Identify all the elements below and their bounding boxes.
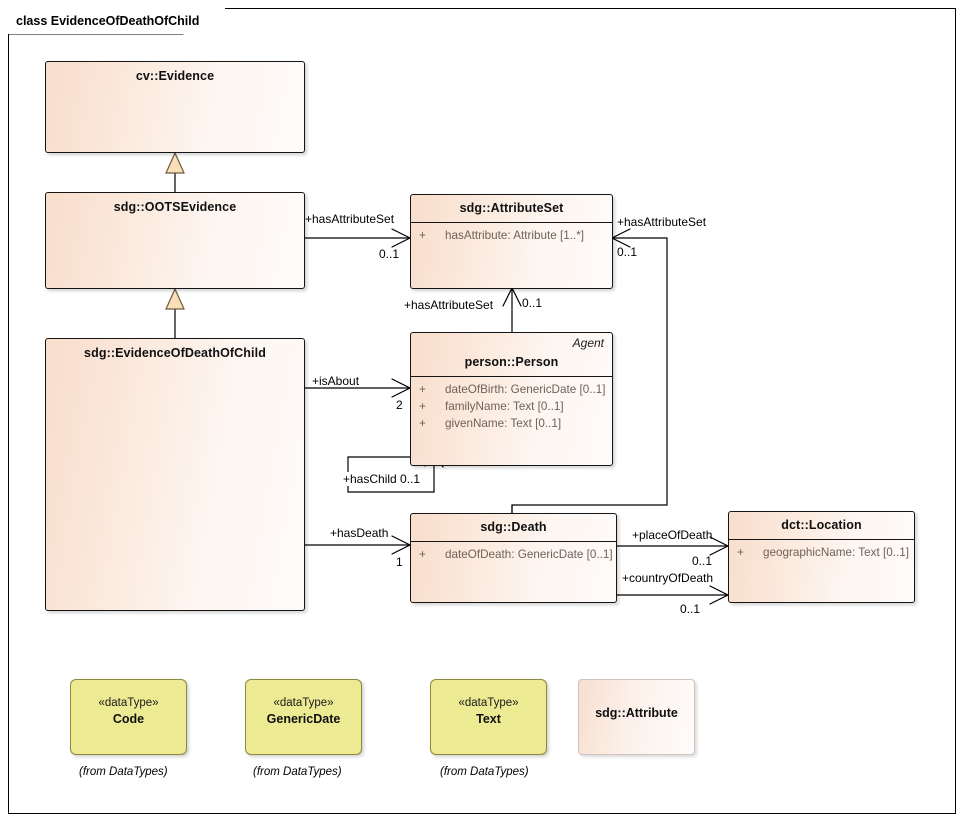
class-stereotype-person: Agent	[572, 336, 604, 350]
attribute-text: geographicName: Text [0..1]	[763, 546, 909, 559]
attribute-visibility: +	[419, 417, 426, 430]
datatype-name: Text	[476, 712, 501, 726]
class-box-cv-evidence[interactable]: cv::Evidence	[45, 61, 305, 153]
datatype-note-code: (from DataTypes)	[79, 766, 168, 778]
attribute-row: + dateOfBirth: GenericDate [0..1]	[411, 381, 612, 398]
attribute-visibility: +	[419, 383, 426, 396]
attribute-text: familyName: Text [0..1]	[445, 400, 564, 413]
datatype-name: GenericDate	[266, 712, 341, 726]
compartment-divider	[411, 222, 612, 223]
edge-mult-hasattributeset-oots: 0..1	[379, 247, 400, 261]
edge-mult-isabout: 2	[396, 398, 403, 412]
class-name-person-person: person::Person	[464, 355, 559, 369]
class-box-sdg-ootsevidence[interactable]: sdg::OOTSEvidence	[45, 192, 305, 289]
datatype-box-code[interactable]: «dataType» Code	[70, 679, 187, 755]
datatype-name: Code	[112, 712, 145, 726]
class-box-dct-location[interactable]: dct::Location + geographicName: Text [0..…	[728, 511, 915, 603]
edge-label-hasdeath: +hasDeath	[330, 526, 389, 540]
datatype-stereotype: «dataType»	[273, 697, 334, 709]
edge-label-isabout: +isAbout	[312, 374, 360, 388]
class-name-sdg-attribute: sdg::Attribute	[595, 706, 678, 720]
edge-mult-hasattributeset-person: 0..1	[522, 296, 543, 310]
attribute-compartment-attributeset: + hasAttribute: Attribute [1..*]	[411, 223, 612, 244]
compartment-divider	[411, 376, 612, 377]
class-name-sdg-ootsevidence: sdg::OOTSEvidence	[113, 200, 237, 214]
attribute-visibility: +	[419, 229, 426, 242]
attribute-row: + hasAttribute: Attribute [1..*]	[411, 227, 612, 244]
class-name-cv-evidence: cv::Evidence	[135, 69, 215, 83]
class-box-person-person[interactable]: Agent person::Person + dateOfBirth: Gener…	[410, 332, 613, 466]
class-box-sdg-evidenceofdeathofchild[interactable]: sdg::EvidenceOfDeathOfChild	[45, 338, 305, 611]
attribute-visibility: +	[419, 400, 426, 413]
edge-label-hasattributeset-oots: +hasAttributeSet	[305, 212, 395, 226]
attribute-row: + geographicName: Text [0..1]	[729, 544, 914, 561]
attribute-text: hasAttribute: Attribute [1..*]	[445, 229, 585, 242]
attribute-text: givenName: Text [0..1]	[445, 417, 562, 430]
class-box-sdg-death[interactable]: sdg::Death + dateOfDeath: GenericDate [0.…	[410, 513, 617, 603]
diagram-frame-label: class EvidenceOfDeathOfChild	[8, 8, 226, 34]
compartment-divider	[729, 539, 914, 540]
datatype-box-text[interactable]: «dataType» Text	[430, 679, 547, 755]
attribute-row: + givenName: Text [0..1]	[411, 415, 612, 432]
edge-mult-countryofdeath: 0..1	[680, 602, 701, 616]
class-name-sdg-death: sdg::Death	[480, 520, 547, 534]
edge-label-countryofdeath: +countryOfDeath	[622, 571, 714, 585]
datatype-note-text: (from DataTypes)	[440, 766, 529, 778]
edge-mult-placeofdeath: 0..1	[692, 554, 713, 568]
attribute-visibility: +	[737, 546, 744, 559]
datatype-box-genericdate[interactable]: «dataType» GenericDate	[245, 679, 362, 755]
edge-mult-hasdeath: 1	[396, 555, 403, 569]
edge-label-placeofdeath: +placeOfDeath	[632, 528, 713, 542]
attribute-row: + familyName: Text [0..1]	[411, 398, 612, 415]
attribute-compartment-death: + dateOfDeath: GenericDate [0..1]	[411, 542, 616, 563]
attribute-text: dateOfBirth: GenericDate [0..1]	[445, 383, 606, 396]
class-box-sdg-attributeset[interactable]: sdg::AttributeSet + hasAttribute: Attribu…	[410, 194, 613, 289]
class-box-sdg-attribute[interactable]: sdg::Attribute	[578, 679, 695, 755]
compartment-divider	[411, 541, 616, 542]
attribute-compartment-person: + dateOfBirth: GenericDate [0..1] + family…	[411, 377, 612, 432]
attribute-text: dateOfDeath: GenericDate [0..1]	[445, 548, 613, 561]
datatype-note-genericdate: (from DataTypes)	[253, 766, 342, 778]
class-name-dct-location: dct::Location	[781, 518, 862, 532]
datatype-stereotype: «dataType»	[98, 697, 159, 709]
attribute-compartment-location: + geographicName: Text [0..1]	[729, 540, 914, 561]
edge-mult-hasattributeset-death: 0..1	[617, 245, 638, 259]
edge-label-haschild: +hasChild 0..1	[342, 472, 422, 486]
datatype-stereotype: «dataType»	[458, 697, 519, 709]
class-name-sdg-attributeset: sdg::AttributeSet	[459, 201, 564, 215]
attribute-visibility: +	[419, 548, 426, 561]
attribute-row: + dateOfDeath: GenericDate [0..1]	[411, 546, 616, 563]
edge-label-hasattributeset-person: +hasAttributeSet	[404, 298, 494, 312]
edge-label-hasattributeset-death: +hasAttributeSet	[617, 215, 707, 229]
class-name-sdg-evidenceofdeathofchild: sdg::EvidenceOfDeathOfChild	[84, 346, 266, 360]
